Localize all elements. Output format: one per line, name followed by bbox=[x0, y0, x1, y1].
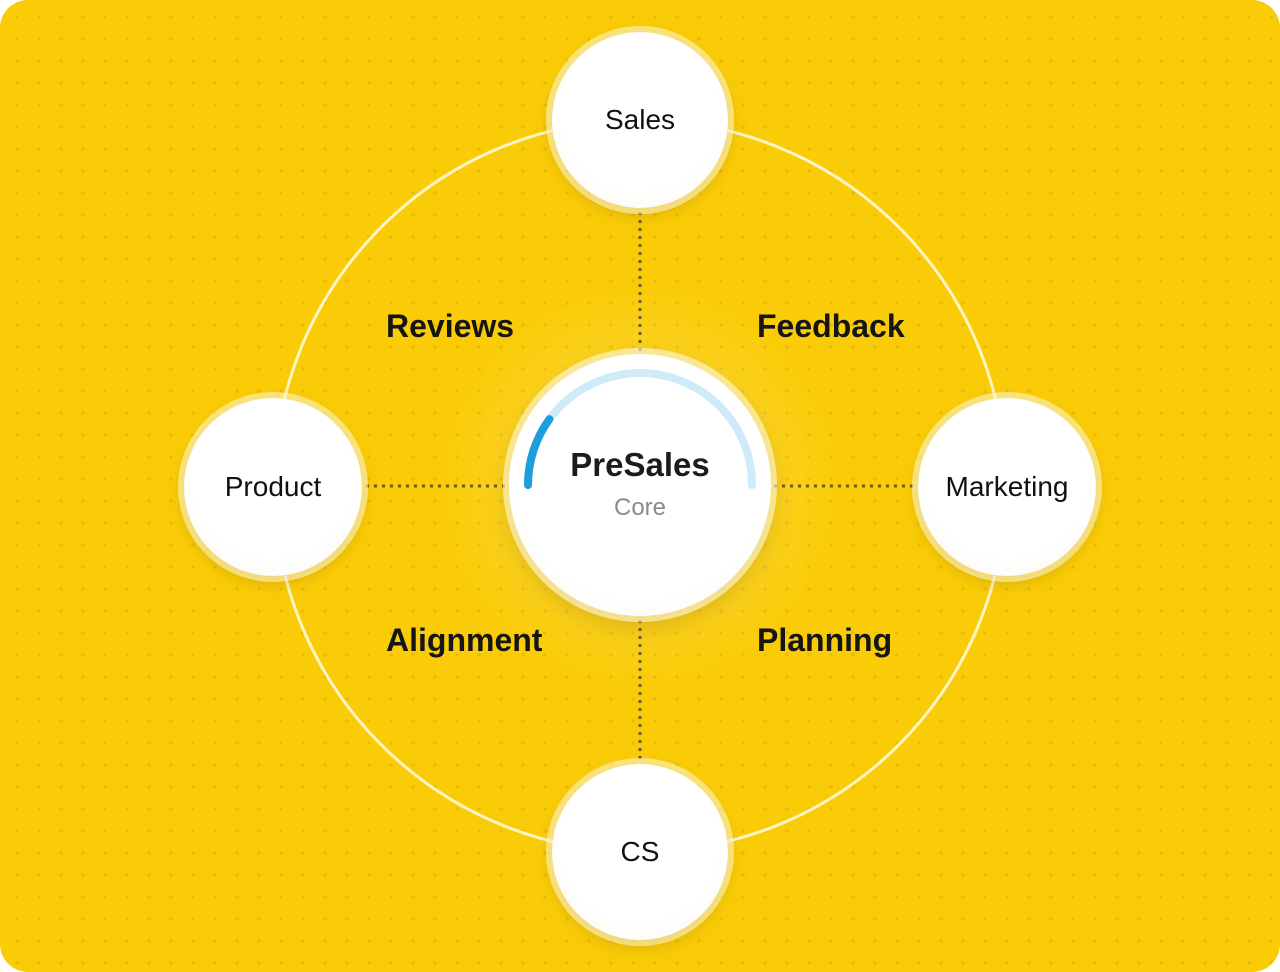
core-progress-arc bbox=[524, 369, 756, 489]
core-node[interactable]: PreSales Core bbox=[509, 354, 771, 616]
quadrant-label-feedback: Feedback bbox=[757, 308, 905, 344]
core-subtitle: Core bbox=[613, 494, 667, 521]
progress-arc-active bbox=[524, 415, 554, 489]
quadrant-label-planning: Planning bbox=[757, 622, 893, 658]
node-product-label: Product bbox=[224, 471, 322, 502]
quadrant-label-alignment: Alignment bbox=[386, 622, 543, 658]
quadrant-label-reviews: Reviews bbox=[386, 308, 515, 344]
node-product[interactable]: Product bbox=[184, 398, 362, 576]
node-cs-label: CS bbox=[620, 836, 660, 867]
core-title: PreSales bbox=[570, 446, 710, 483]
node-marketing[interactable]: Marketing bbox=[918, 398, 1096, 576]
node-cs[interactable]: CS bbox=[552, 764, 728, 940]
node-sales-label: Sales bbox=[604, 104, 676, 135]
node-marketing-label: Marketing bbox=[945, 471, 1069, 502]
node-sales[interactable]: Sales bbox=[552, 32, 728, 208]
